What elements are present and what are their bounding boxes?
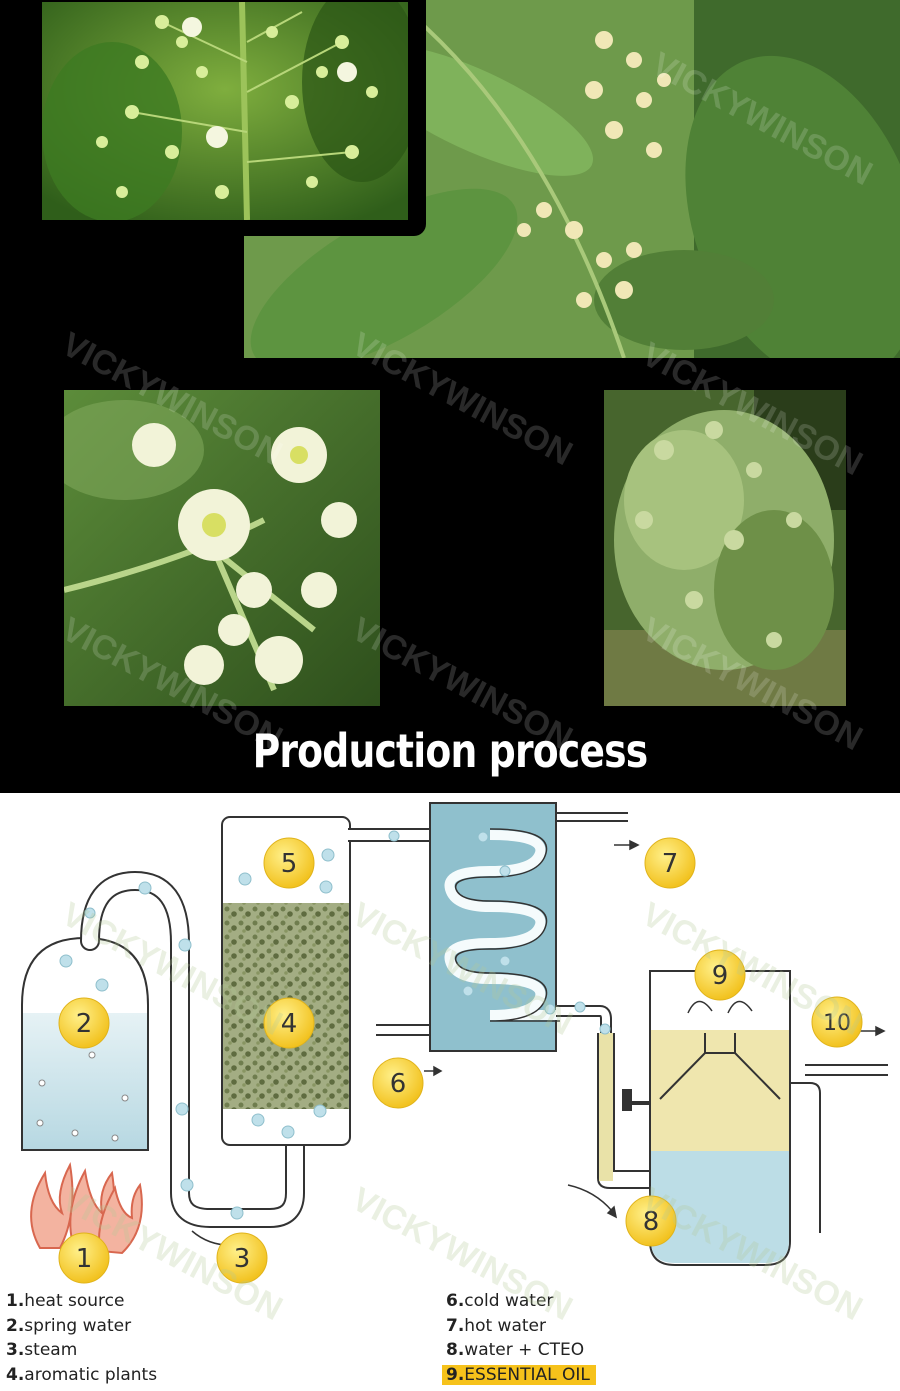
camphor-branch-blossoms-photo — [244, 0, 900, 358]
marker-7-label: 7 — [662, 849, 679, 879]
marker-1: 1 — [58, 1232, 110, 1284]
legend-item: 3.steam — [6, 1340, 78, 1360]
marker-2: 2 — [58, 997, 110, 1049]
marker-10: 10 — [811, 996, 863, 1048]
marker-6: 6 — [372, 1057, 424, 1109]
marker-5: 5 — [263, 837, 315, 889]
legend-item: 6.cold water — [446, 1291, 554, 1311]
camphor-flower-buds-photo — [40, 0, 410, 222]
marker-6-label: 6 — [390, 1069, 407, 1099]
marker-9: 9 — [694, 949, 746, 1001]
condenser — [376, 802, 628, 1052]
camphor-tree-photo — [604, 390, 846, 706]
legend-item: 1.heat source — [6, 1291, 125, 1311]
legend-item: 7.hot water — [446, 1315, 546, 1336]
legend-item: 9.ESSENTIAL OIL — [442, 1363, 596, 1388]
legend-item: 2.spring water — [6, 1315, 132, 1336]
distillation-diagram: 1 2 3 4 5 6 7 8 9 10 — [0, 793, 900, 1391]
marker-4-label: 4 — [281, 1009, 298, 1039]
marker-1-label: 1 — [76, 1244, 93, 1274]
legend-left: 1.heat source 2.spring water 3.steam 4.a… — [6, 1289, 157, 1387]
marker-10-label: 10 — [823, 1011, 851, 1036]
camphor-flower-closeup-photo — [64, 390, 380, 706]
marker-5-label: 5 — [281, 849, 298, 879]
marker-3: 3 — [216, 1232, 268, 1284]
marker-4: 4 — [263, 997, 315, 1049]
marker-8-label: 8 — [643, 1207, 660, 1237]
heat-source-flames — [30, 1161, 143, 1255]
legend-item: 8.water + CTEO — [446, 1340, 585, 1360]
marker-2-label: 2 — [76, 1009, 93, 1039]
marker-7: 7 — [644, 837, 696, 889]
legend-right: 6.cold water 7.hot water 8.water + CTEO … — [442, 1289, 596, 1388]
separator-vessel — [597, 970, 888, 1266]
marker-3-label: 3 — [234, 1244, 251, 1274]
section-title: Production process — [252, 724, 649, 778]
legend-item: 4.aromatic plants — [6, 1364, 158, 1385]
marker-8: 8 — [625, 1195, 677, 1247]
marker-9-label: 9 — [712, 961, 729, 991]
